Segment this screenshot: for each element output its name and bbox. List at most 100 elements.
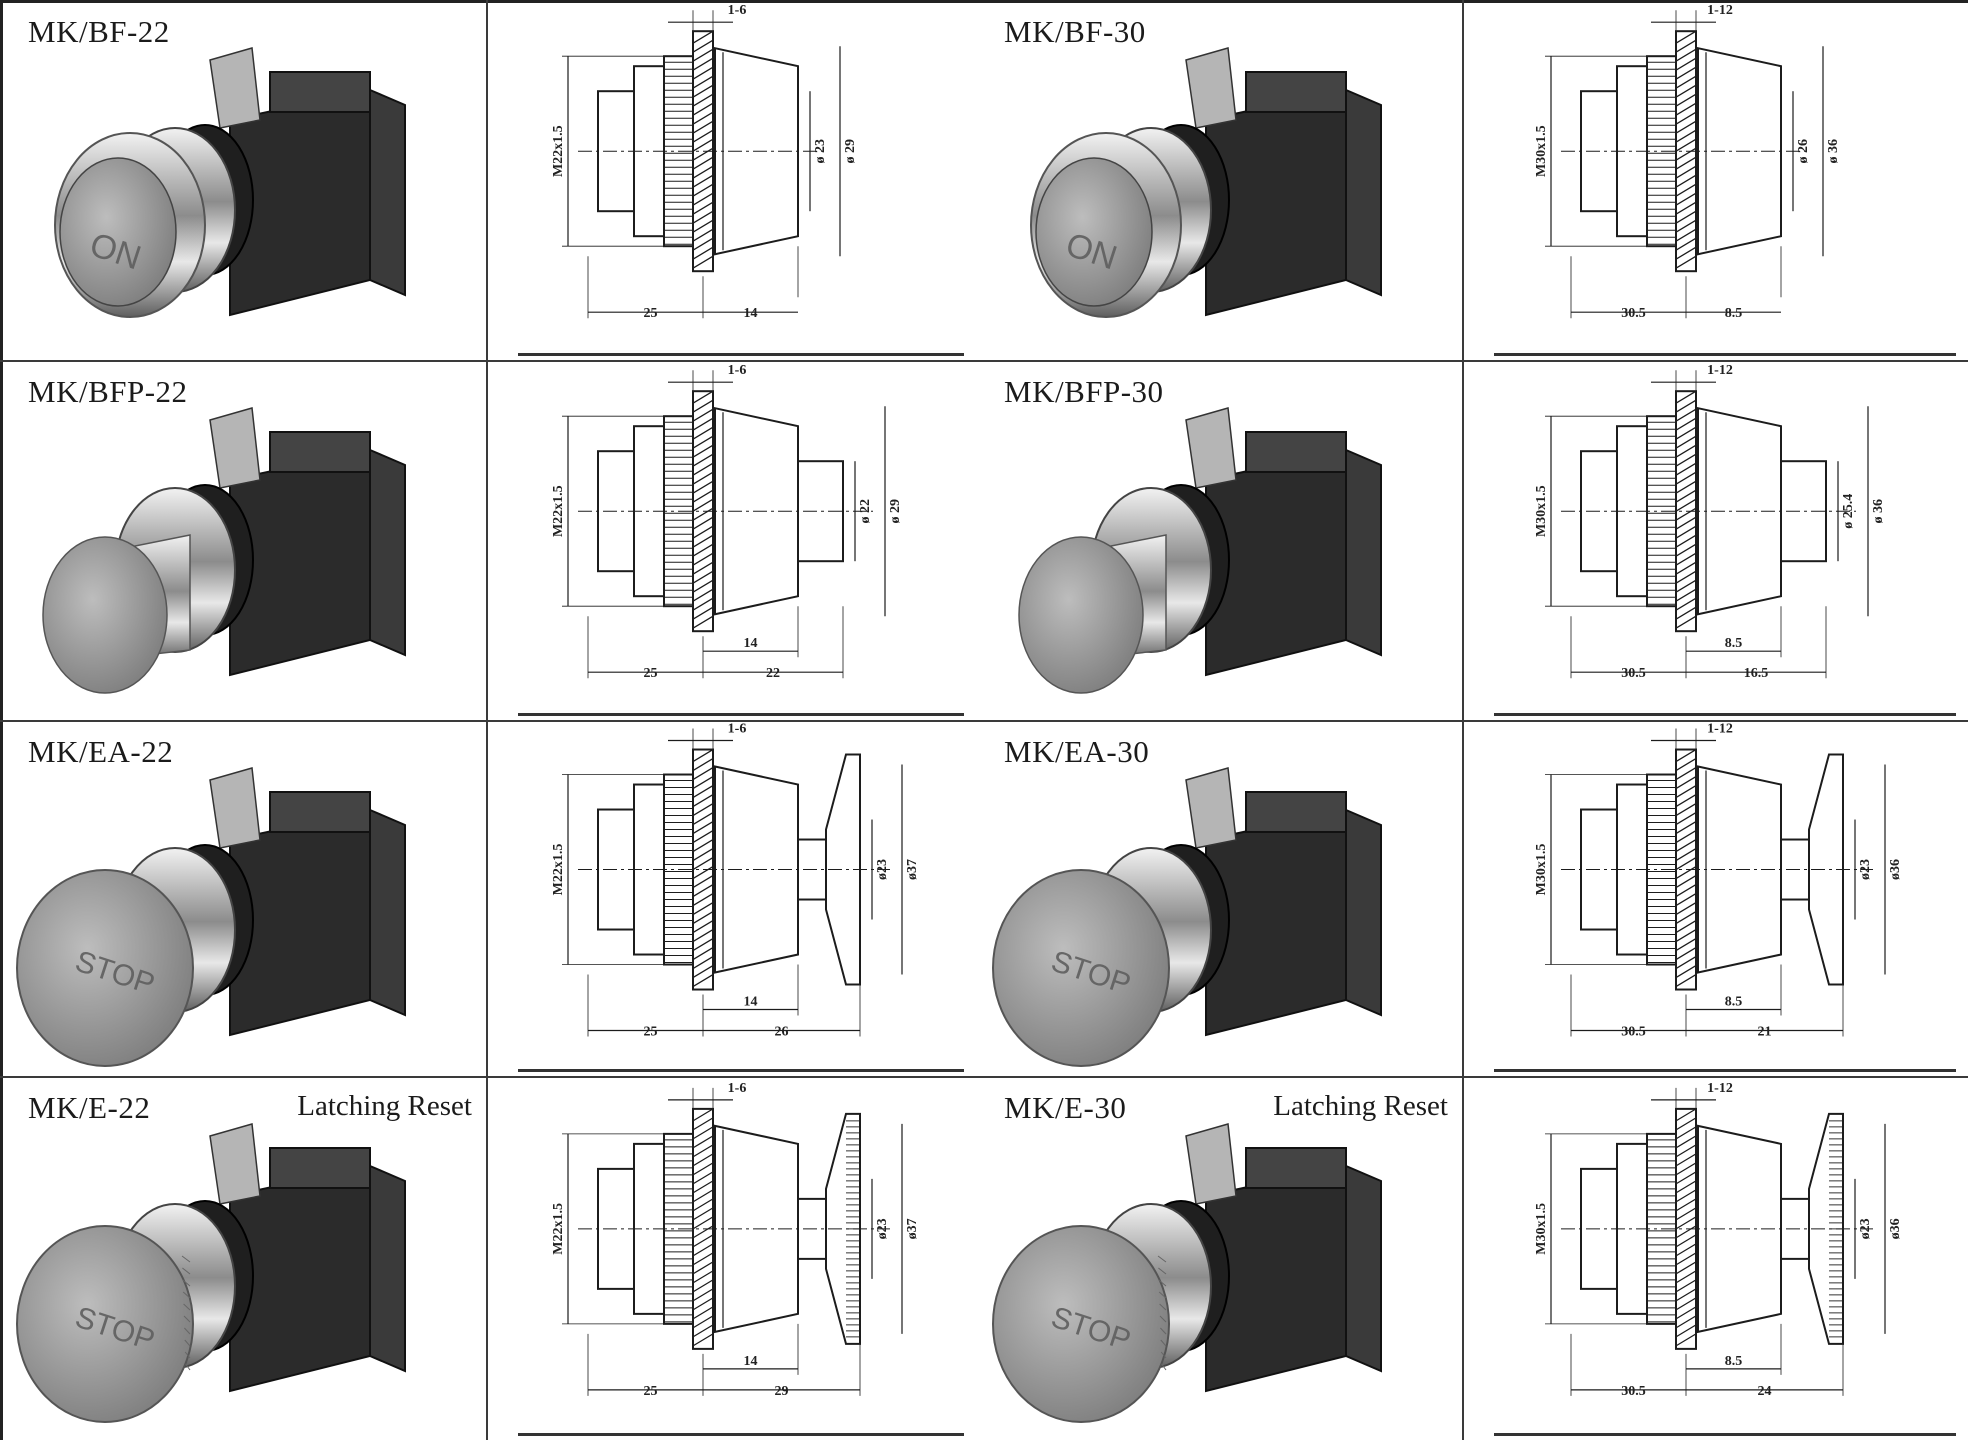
hatch-line xyxy=(1675,883,1697,898)
cap-rib xyxy=(1159,1315,1167,1323)
inner-diameter-label: ø 23 xyxy=(813,139,828,164)
cap-rib xyxy=(1158,1291,1167,1299)
hatch-line xyxy=(692,102,714,116)
hatch-line xyxy=(692,1144,714,1158)
hatch-line xyxy=(1675,1252,1697,1266)
hatch-line xyxy=(1675,579,1697,593)
outer-diameter-label: ø37 xyxy=(905,859,920,880)
hatch-line xyxy=(692,201,714,215)
hatch-line xyxy=(1675,748,1697,763)
hatch-line xyxy=(692,93,714,107)
terminal-block xyxy=(1245,791,1347,833)
inner-diameter-label: ø23 xyxy=(875,1218,890,1239)
hatch-line xyxy=(1675,453,1697,467)
hatch-line xyxy=(1675,534,1697,548)
product-photo: STOP xyxy=(16,767,406,1067)
terminal-block xyxy=(269,71,371,113)
outer-diameter-label: ø37 xyxy=(905,1218,920,1239)
terminal-block xyxy=(269,791,371,833)
hatch-line xyxy=(1675,525,1697,539)
hatch-line xyxy=(692,174,714,188)
hatch-line xyxy=(692,597,714,611)
outer-diameter-label: ø 29 xyxy=(888,499,903,524)
button-cap xyxy=(1035,157,1153,307)
hatch-line xyxy=(1675,802,1697,817)
hatch-line xyxy=(1675,865,1697,880)
cell-photo-mk-ea-30: STOP MK/EA-30 xyxy=(976,720,1464,1076)
hatch-line xyxy=(1675,919,1697,934)
feature-note: Latching Reset xyxy=(297,1090,472,1122)
length-label: 14 xyxy=(744,306,758,321)
hatch-line xyxy=(1675,30,1697,44)
hatch-line xyxy=(1675,444,1697,458)
row-divider xyxy=(0,1076,1968,1078)
hatch-line xyxy=(1675,829,1697,844)
hatch-line xyxy=(692,399,714,413)
hatch-line xyxy=(692,408,714,422)
hatch-line xyxy=(692,471,714,485)
cap-rib xyxy=(1160,1327,1167,1335)
panel-thickness-label: 1-6 xyxy=(728,363,747,378)
hatch-line xyxy=(1675,856,1697,871)
hatch-line xyxy=(692,480,714,494)
hatch-line xyxy=(692,435,714,449)
hatch-line xyxy=(1675,120,1697,134)
row-divider xyxy=(0,720,1968,722)
length-label: 21 xyxy=(1758,1025,1772,1040)
hatch-line xyxy=(692,1108,714,1122)
terminal-block xyxy=(1245,431,1347,473)
terminal-block xyxy=(269,1147,371,1189)
hatch-line xyxy=(692,1261,714,1275)
hatch-line xyxy=(692,1252,714,1266)
hatch-line xyxy=(1675,489,1697,503)
hatch-line xyxy=(1675,192,1697,206)
hatch-line xyxy=(692,156,714,170)
length-label: 24 xyxy=(1758,1384,1772,1399)
hatch-line xyxy=(692,462,714,476)
model-name: MK/E-30 xyxy=(1004,1090,1127,1125)
mounting-tab xyxy=(209,767,261,849)
hatch-line xyxy=(692,1162,714,1176)
hatch-line xyxy=(692,57,714,71)
product-photo: ON xyxy=(54,47,406,318)
hatch-line xyxy=(692,838,714,853)
terminal-block xyxy=(269,431,371,473)
hatch-line xyxy=(1675,892,1697,907)
hatch-line xyxy=(1675,246,1697,260)
drawing-baseline xyxy=(518,1433,964,1436)
inner-diameter-label: ø 25.4 xyxy=(1841,494,1856,529)
cap-rib xyxy=(1161,1363,1167,1371)
hatch-line xyxy=(1675,901,1697,916)
hatch-line xyxy=(1675,775,1697,790)
hatch-line xyxy=(692,390,714,404)
hatch-line xyxy=(692,255,714,269)
hatch-line xyxy=(692,766,714,781)
length-label: 25 xyxy=(644,1025,658,1040)
panel-thickness-label: 1-12 xyxy=(1707,1081,1733,1096)
hatch-line xyxy=(692,802,714,817)
hatch-line xyxy=(1675,480,1697,494)
hatch-line xyxy=(692,507,714,521)
hatch-line xyxy=(692,417,714,431)
hatch-line xyxy=(1675,1171,1697,1185)
hatch-line xyxy=(692,534,714,548)
cell-photo-mk-bfp-30: MK/BFP-30 xyxy=(976,360,1464,720)
hatch-line xyxy=(1675,973,1697,988)
hatch-line xyxy=(1675,597,1697,611)
cap-rib xyxy=(181,1255,191,1263)
thread-size-label: M22x1.5 xyxy=(551,485,566,537)
hatch-line xyxy=(1675,552,1697,566)
hatch-line xyxy=(692,811,714,826)
hatch-line xyxy=(692,1270,714,1284)
hatch-line xyxy=(1675,84,1697,98)
hatch-line xyxy=(692,1117,714,1131)
model-name: MK/BF-30 xyxy=(1004,14,1146,49)
hatch-line xyxy=(1675,1162,1697,1176)
contact-block-side xyxy=(369,808,406,1017)
hatch-line xyxy=(1675,147,1697,161)
